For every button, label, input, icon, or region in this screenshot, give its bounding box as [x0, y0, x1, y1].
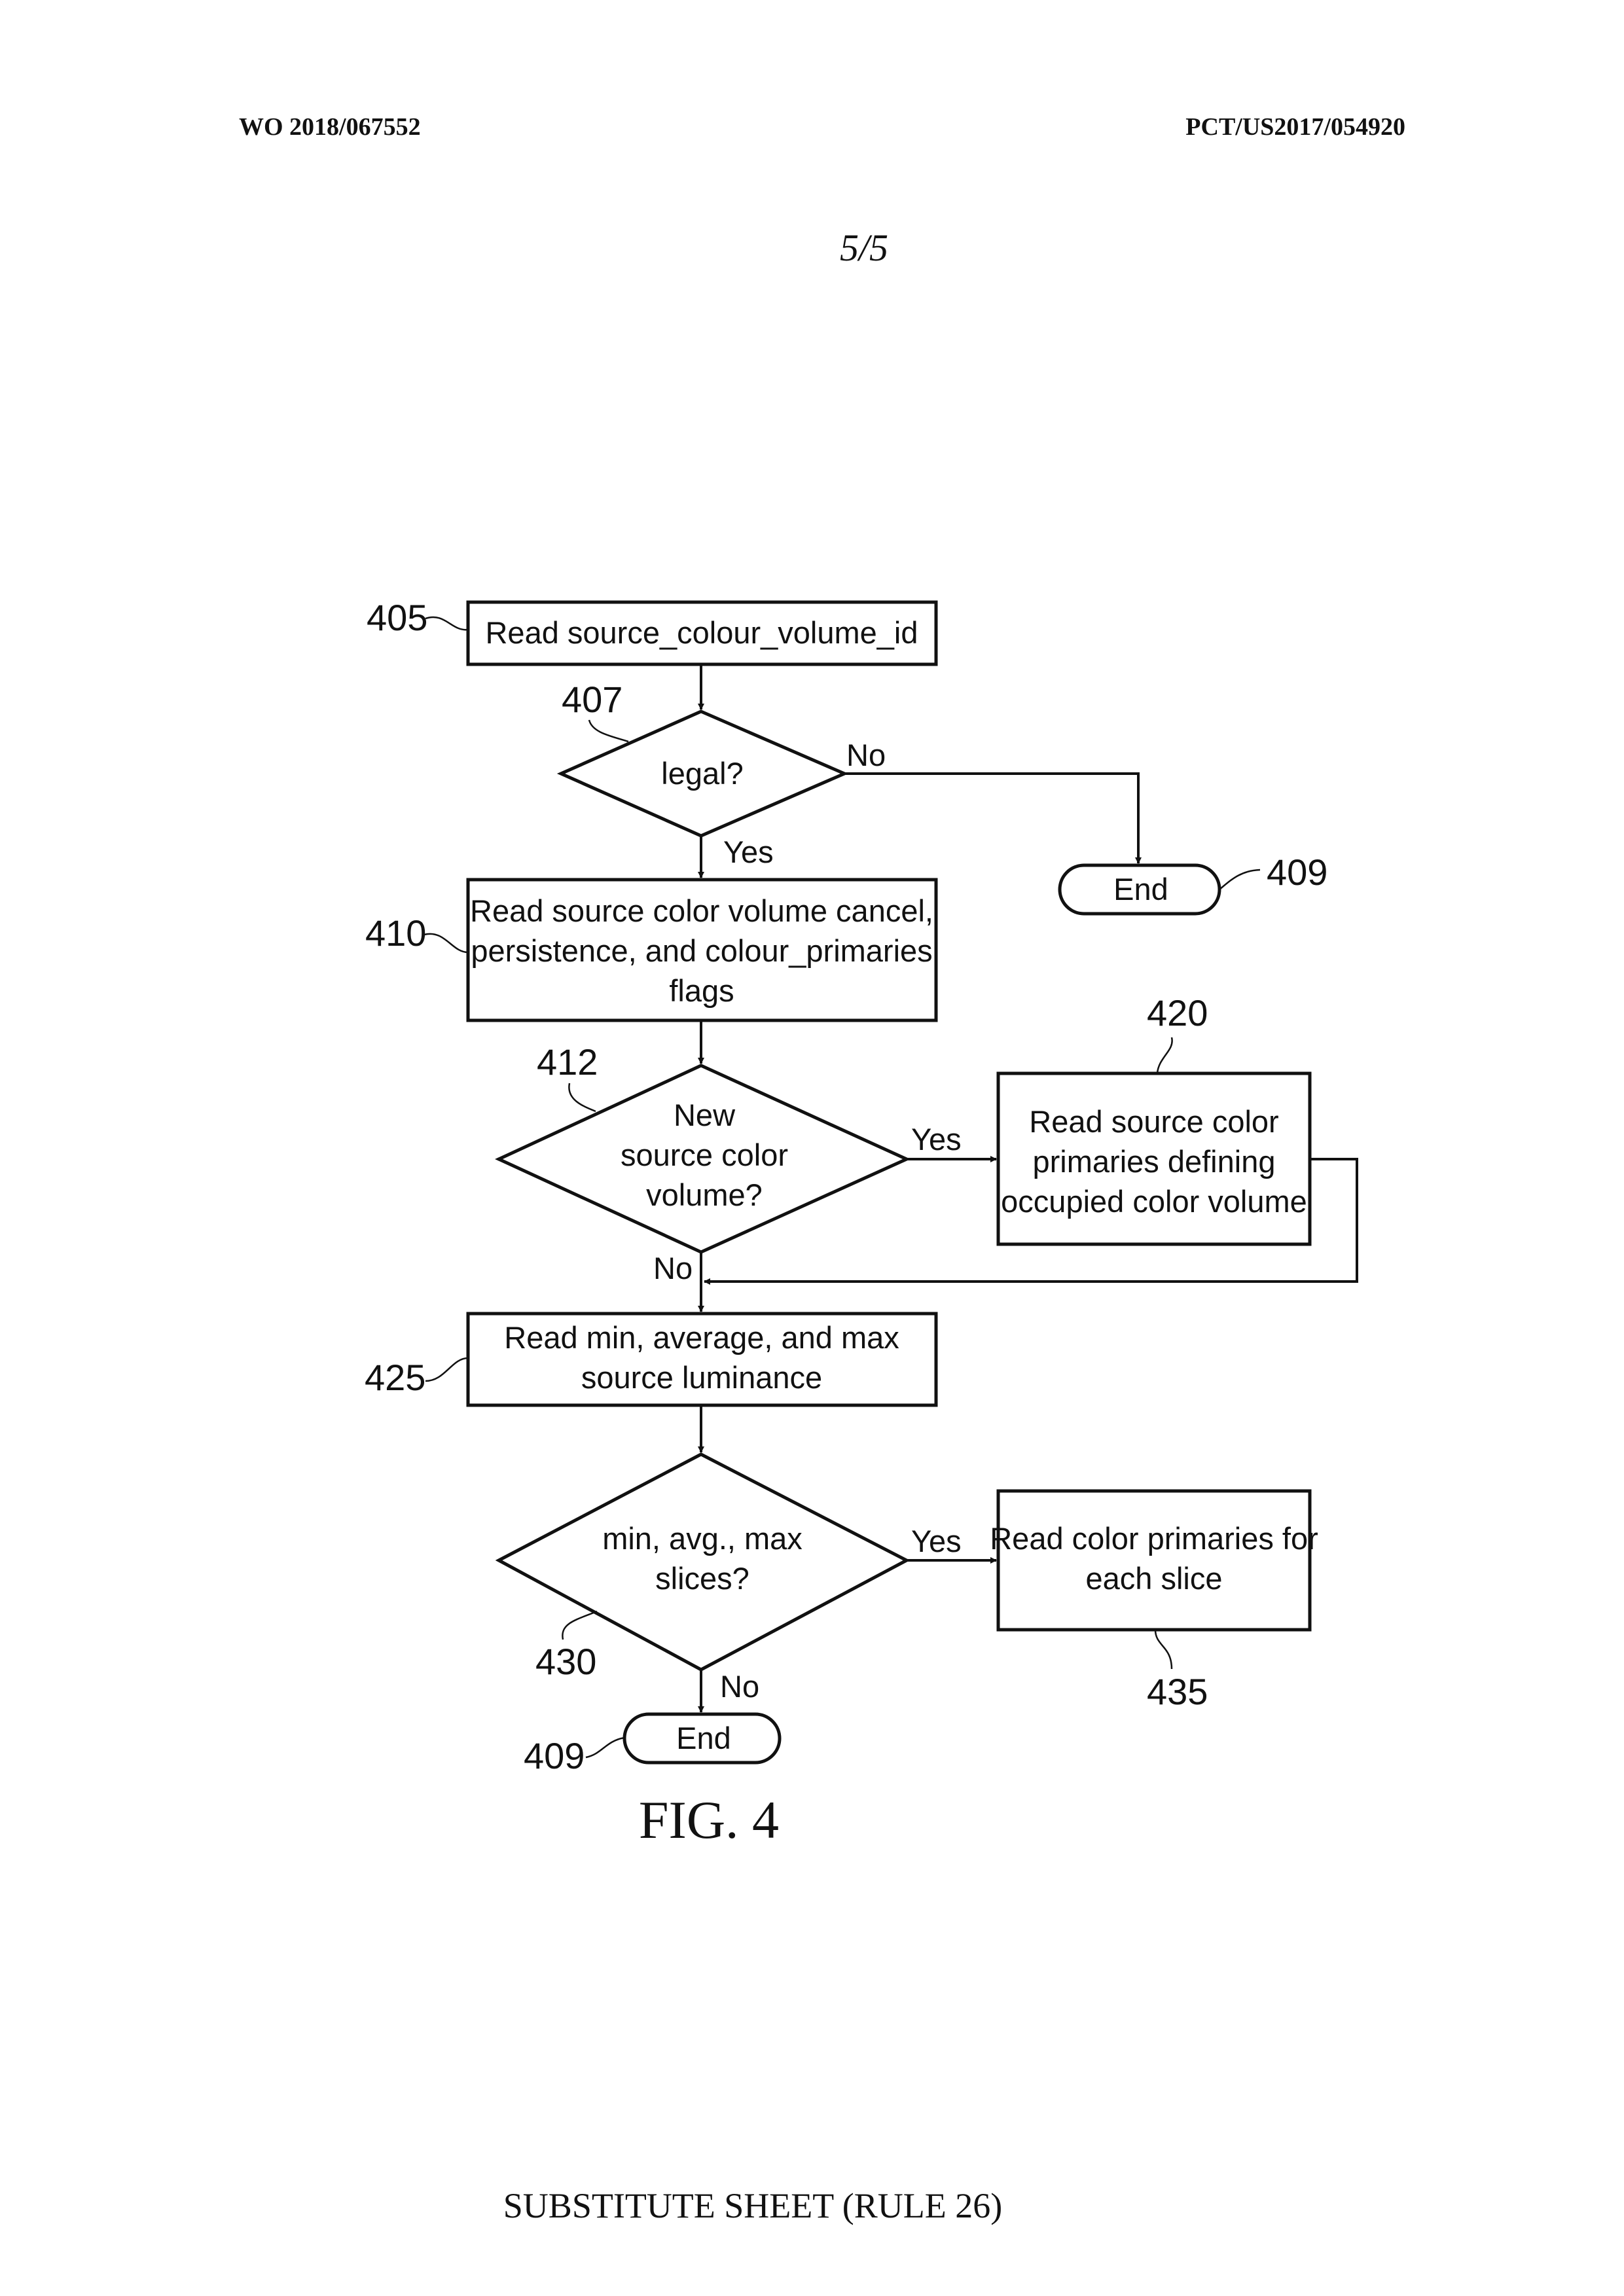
- decision-diamond-407: legal?: [556, 709, 849, 838]
- diamond-text: legal?: [661, 756, 743, 791]
- ref-409-top: 409: [1267, 852, 1327, 893]
- ref-405: 405: [367, 597, 427, 638]
- process-box-435: Read color primaries for each slice: [990, 1489, 1318, 1632]
- box-text: occupied color volume: [1001, 1184, 1307, 1219]
- reference-numerals: 405 407 409 410 412 420 425 430 435 409: [365, 597, 1327, 1776]
- box-text: primaries defining: [1033, 1144, 1276, 1179]
- figure-label: FIG. 4: [639, 1790, 779, 1850]
- box-text: Read source color: [1029, 1104, 1278, 1139]
- ref-412: 412: [537, 1041, 598, 1083]
- box-text: Read source color volume cancel,: [470, 893, 933, 928]
- ref-407: 407: [562, 679, 623, 720]
- decision-diamond-412: New source color volume?: [495, 1064, 911, 1254]
- ref-435: 435: [1147, 1671, 1208, 1712]
- terminal-text: End: [1113, 872, 1168, 906]
- diamond-text: slices?: [655, 1561, 749, 1596]
- edge-label-412-no: No: [653, 1251, 693, 1285]
- process-box-420: Read source color primaries defining occ…: [996, 1071, 1312, 1246]
- diamond-text: min, avg., max: [602, 1521, 803, 1556]
- edge-label-430-yes: Yes: [911, 1524, 962, 1558]
- process-box-410: Read source color volume cancel, persist…: [466, 878, 938, 1022]
- ref-430: 430: [535, 1641, 596, 1682]
- diamond-text: New: [674, 1098, 736, 1132]
- terminal-text: End: [676, 1721, 731, 1755]
- edge-label-412-yes: Yes: [911, 1122, 962, 1157]
- box-text: Read min, average, and max: [504, 1320, 899, 1355]
- ref-409-bottom: 409: [524, 1735, 585, 1776]
- ref-425: 425: [365, 1357, 425, 1398]
- terminal-end-409-top: End: [1058, 863, 1221, 916]
- decision-diamond-430: min, avg., max slices?: [495, 1452, 911, 1672]
- edge-label-430-no: No: [720, 1669, 759, 1704]
- box-text: flags: [669, 973, 734, 1008]
- box-text: each slice: [1086, 1561, 1223, 1596]
- diamond-text: volume?: [646, 1177, 763, 1212]
- footer-text: SUBSTITUTE SHEET (RULE 26): [503, 2186, 1002, 2225]
- arrow-420-return: [704, 1158, 1358, 1285]
- terminal-end-409-bottom: End: [623, 1712, 782, 1765]
- diamond-text: source color: [621, 1138, 788, 1172]
- box-text: Read color primaries for: [990, 1521, 1318, 1556]
- edge-label-407-yes: Yes: [723, 834, 774, 869]
- edge-label-407-no: No: [846, 738, 886, 772]
- process-box-425: Read min, average, and max source lumina…: [466, 1312, 938, 1407]
- connectors: [698, 664, 1358, 1713]
- box-text: source luminance: [581, 1360, 822, 1395]
- process-box-405: Read source_colour_volume_id: [466, 600, 938, 666]
- box-text: Read source_colour_volume_id: [485, 615, 918, 650]
- application-number: PCT/US2017/054920: [1185, 113, 1405, 141]
- ref-420: 420: [1147, 992, 1208, 1033]
- publication-number: WO 2018/067552: [239, 113, 421, 141]
- page-number: 5/5: [840, 226, 888, 269]
- arrow-407-no-end: [844, 772, 1142, 864]
- ref-410: 410: [365, 912, 426, 954]
- box-text: persistence, and colour_primaries: [471, 933, 932, 968]
